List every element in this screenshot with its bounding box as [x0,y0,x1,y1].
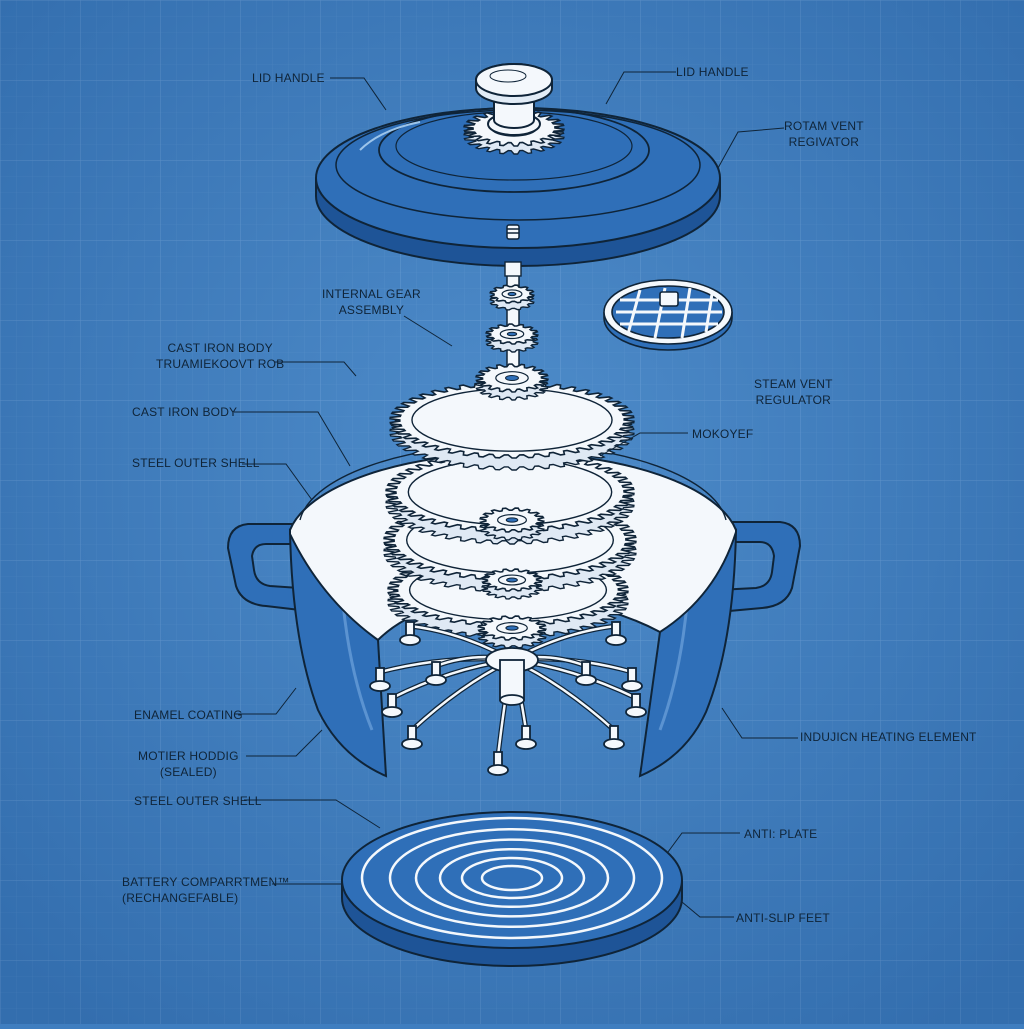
label-battery-compartment: BATTERY COMPARRTMEN™(RECHANGEFABLE) [122,875,290,905]
coil-ring-1 [388,827,636,929]
anti-plate-base [341,811,683,967]
leg-post-10 [581,661,591,677]
foot-pad-11 [605,634,627,646]
label-mokoyer: MOKOYEF [692,427,754,441]
leader-lines [234,71,798,918]
label-enamel-coating: ENAMEL COATING [134,708,243,722]
coil-ring-2 [414,838,610,918]
ring-gear-2 [385,451,635,545]
shaft-cap [504,261,522,277]
spur-gear-3 [475,363,549,401]
label-lid-handle-left: LID HANDLE [252,71,325,85]
foot-pad-4 [399,634,421,646]
label-anti-slip-feet: ANTI-SLIP FEET [736,911,830,925]
steam-vent-grate [603,279,733,351]
lid-handle-knob [463,63,565,155]
label-cast-iron-body: CAST IRON BODY [132,405,238,419]
foot-pad-9 [621,680,643,692]
label-steel-outer-shell-bottom: STEEL OUTER SHELL [134,794,262,808]
leg-post-4 [405,621,415,637]
inner-gear-2 [480,568,544,600]
label-motor-housing: MOTIER HODDIG(SEALED) [138,749,239,779]
label-anti-plate: ANTI: PLATE [744,827,818,841]
leg-post-7 [609,725,619,741]
label-steel-outer-shell-top: STEEL OUTER SHELL [132,456,260,470]
spur-gear-2 [485,323,539,353]
coil-ring-5 [480,864,544,892]
hub-column-base [499,694,525,706]
lid-center-screw [506,224,520,240]
foot-pad-6 [515,738,537,750]
foot-pad-0 [401,738,423,750]
foot-pad-7 [603,738,625,750]
inner-gear-1 [479,507,545,541]
label-induction-heating: INDUJICN HEATING ELEMENT [800,730,977,744]
leg-post-11 [611,621,621,637]
internal-gear-assembly [383,261,637,649]
coil-ring-3 [438,847,586,909]
leg-post-9 [627,667,637,683]
leg-post-0 [407,725,417,741]
foot-pad-1 [381,706,403,718]
ring-gear-1 [389,381,635,471]
leg-post-2 [375,667,385,683]
spur-gear-1 [489,284,535,311]
bottom-gear [477,615,547,649]
leg-post-5 [493,751,503,767]
label-lid-handle-right: LID HANDLE [676,65,749,79]
foot-pad-8 [625,706,647,718]
coil-ring-0 [360,816,664,940]
foot-pad-2 [369,680,391,692]
leg-post-1 [387,693,397,709]
leg-post-8 [631,693,641,709]
hub-column [499,659,525,701]
foot-pad-5 [487,764,509,776]
leg-post-6 [521,725,531,741]
motor-housing-legs [369,621,647,776]
foot-pad-3 [425,674,447,686]
coil-ring-4 [460,856,564,900]
foot-pad-10 [575,674,597,686]
leg-post-3 [431,661,441,677]
